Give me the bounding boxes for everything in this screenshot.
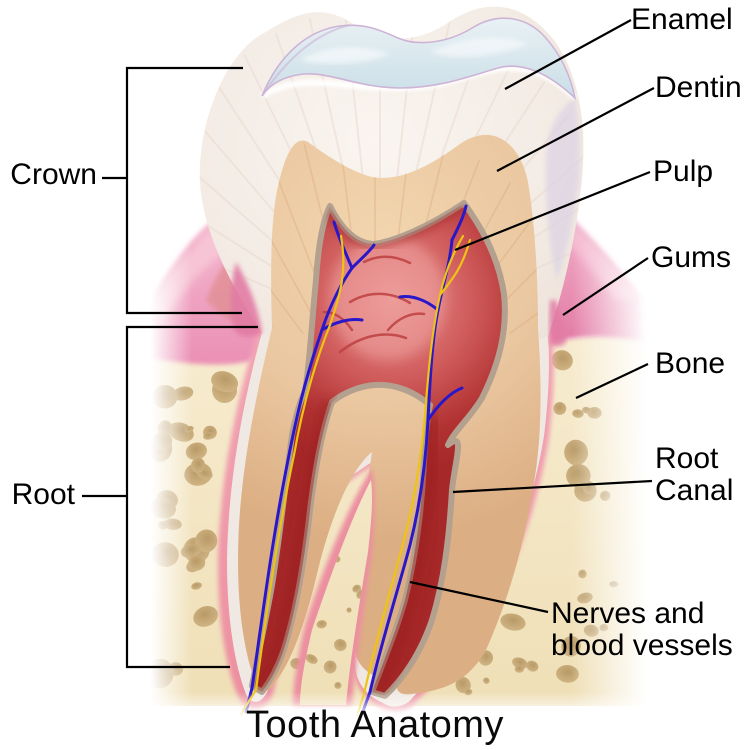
vessels-layer	[239, 204, 472, 718]
label-dentin: Dentin	[655, 71, 742, 104]
label-gums: Gums	[651, 241, 732, 274]
label-crown: Crown	[10, 158, 97, 191]
label-enamel: Enamel	[631, 3, 733, 36]
label-root: Root	[11, 478, 75, 511]
label-pulp: Pulp	[653, 155, 714, 188]
cap-right-rim	[545, 98, 580, 280]
leader-line-dentin	[496, 87, 655, 172]
leader-line-gums	[562, 257, 649, 316]
leader-line-enamel	[504, 19, 632, 90]
occlusal-cap	[260, 17, 580, 280]
gum-papilla-left-front	[230, 262, 262, 338]
leader-line-pulp	[454, 170, 651, 252]
pulp-layer	[249, 200, 508, 699]
bottom-fade	[130, 692, 660, 718]
arteries	[322, 255, 426, 354]
diagram-title: Tooth Anatomy	[246, 704, 504, 746]
leader-line-bone	[575, 363, 649, 399]
label-bone: Bone	[655, 347, 726, 380]
crown-bracket	[125, 66, 243, 315]
label-nerves: Nerves and blood vessels	[551, 597, 733, 662]
leader-line-nerves	[409, 580, 549, 614]
leader-lines	[82, 19, 655, 669]
right-fade	[572, 190, 660, 740]
gum-papilla-right-front	[549, 300, 566, 347]
nerves-yellow	[239, 234, 472, 718]
label-root-canal: Root Canal	[655, 442, 734, 507]
leader-line-root-canal	[452, 479, 653, 494]
left-fade	[100, 180, 192, 740]
